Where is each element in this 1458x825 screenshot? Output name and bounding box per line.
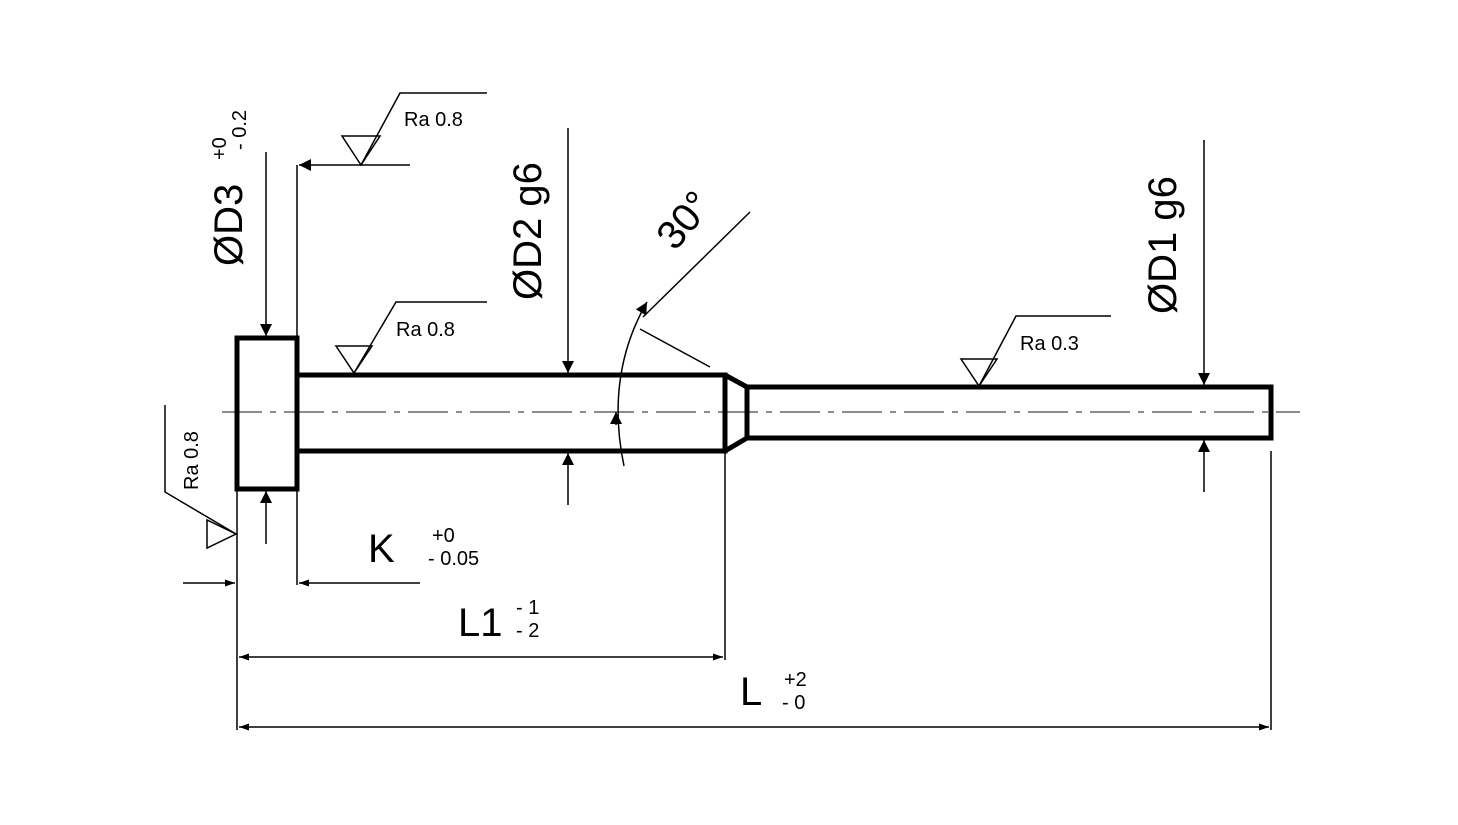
dim-d2: ØD2 g6 bbox=[506, 128, 574, 505]
pin-head bbox=[234, 335, 300, 492]
d3-tol-lower: - 0.2 bbox=[229, 110, 251, 150]
ra-pin: Ra 0.3 bbox=[1020, 333, 1079, 355]
l-label: L bbox=[740, 670, 762, 714]
ra-head-top: Ra 0.8 bbox=[404, 109, 463, 131]
pin-taper bbox=[723, 372, 750, 454]
part-outline bbox=[234, 335, 1274, 492]
d3-label: ØD3 bbox=[207, 184, 251, 266]
pin-shank bbox=[297, 372, 728, 454]
dim-d3: ØD3 +0 - 0.2 bbox=[207, 110, 272, 544]
roughness-head-top: Ra 0.8 bbox=[296, 92, 487, 336]
ra-head-face: Ra 0.8 bbox=[181, 431, 203, 490]
d2-label: ØD2 g6 bbox=[506, 162, 550, 300]
l-tol-lower: - 0 bbox=[782, 692, 805, 714]
l1-tol-lower: - 2 bbox=[516, 620, 539, 642]
k-label: K bbox=[368, 527, 395, 571]
k-tol-upper: +0 bbox=[432, 525, 455, 547]
ra-shank: Ra 0.8 bbox=[396, 319, 455, 341]
dim-k: K +0 - 0.05 bbox=[183, 525, 479, 587]
l1-tol-upper: - 1 bbox=[516, 597, 539, 619]
k-tol-lower: - 0.05 bbox=[428, 548, 479, 570]
angle-label: 30° bbox=[648, 183, 721, 258]
dim-angle: 30° bbox=[610, 183, 751, 467]
d3-tol-upper: +0 bbox=[209, 137, 231, 160]
roughness-shank: Ra 0.8 bbox=[334, 301, 487, 375]
roughness-pin: Ra 0.3 bbox=[959, 315, 1111, 388]
roughness-head-face: Ra 0.8 bbox=[164, 405, 238, 550]
dim-l: L +2 - 0 bbox=[239, 669, 1269, 731]
l-tol-upper: +2 bbox=[784, 669, 807, 691]
dim-d1: ØD1 g6 bbox=[1141, 140, 1210, 492]
pin-tip bbox=[747, 384, 1274, 441]
l1-label: L1 bbox=[458, 601, 503, 645]
dim-l1: L1 - 1 - 2 bbox=[239, 597, 723, 661]
d1-label: ØD1 g6 bbox=[1141, 176, 1185, 314]
